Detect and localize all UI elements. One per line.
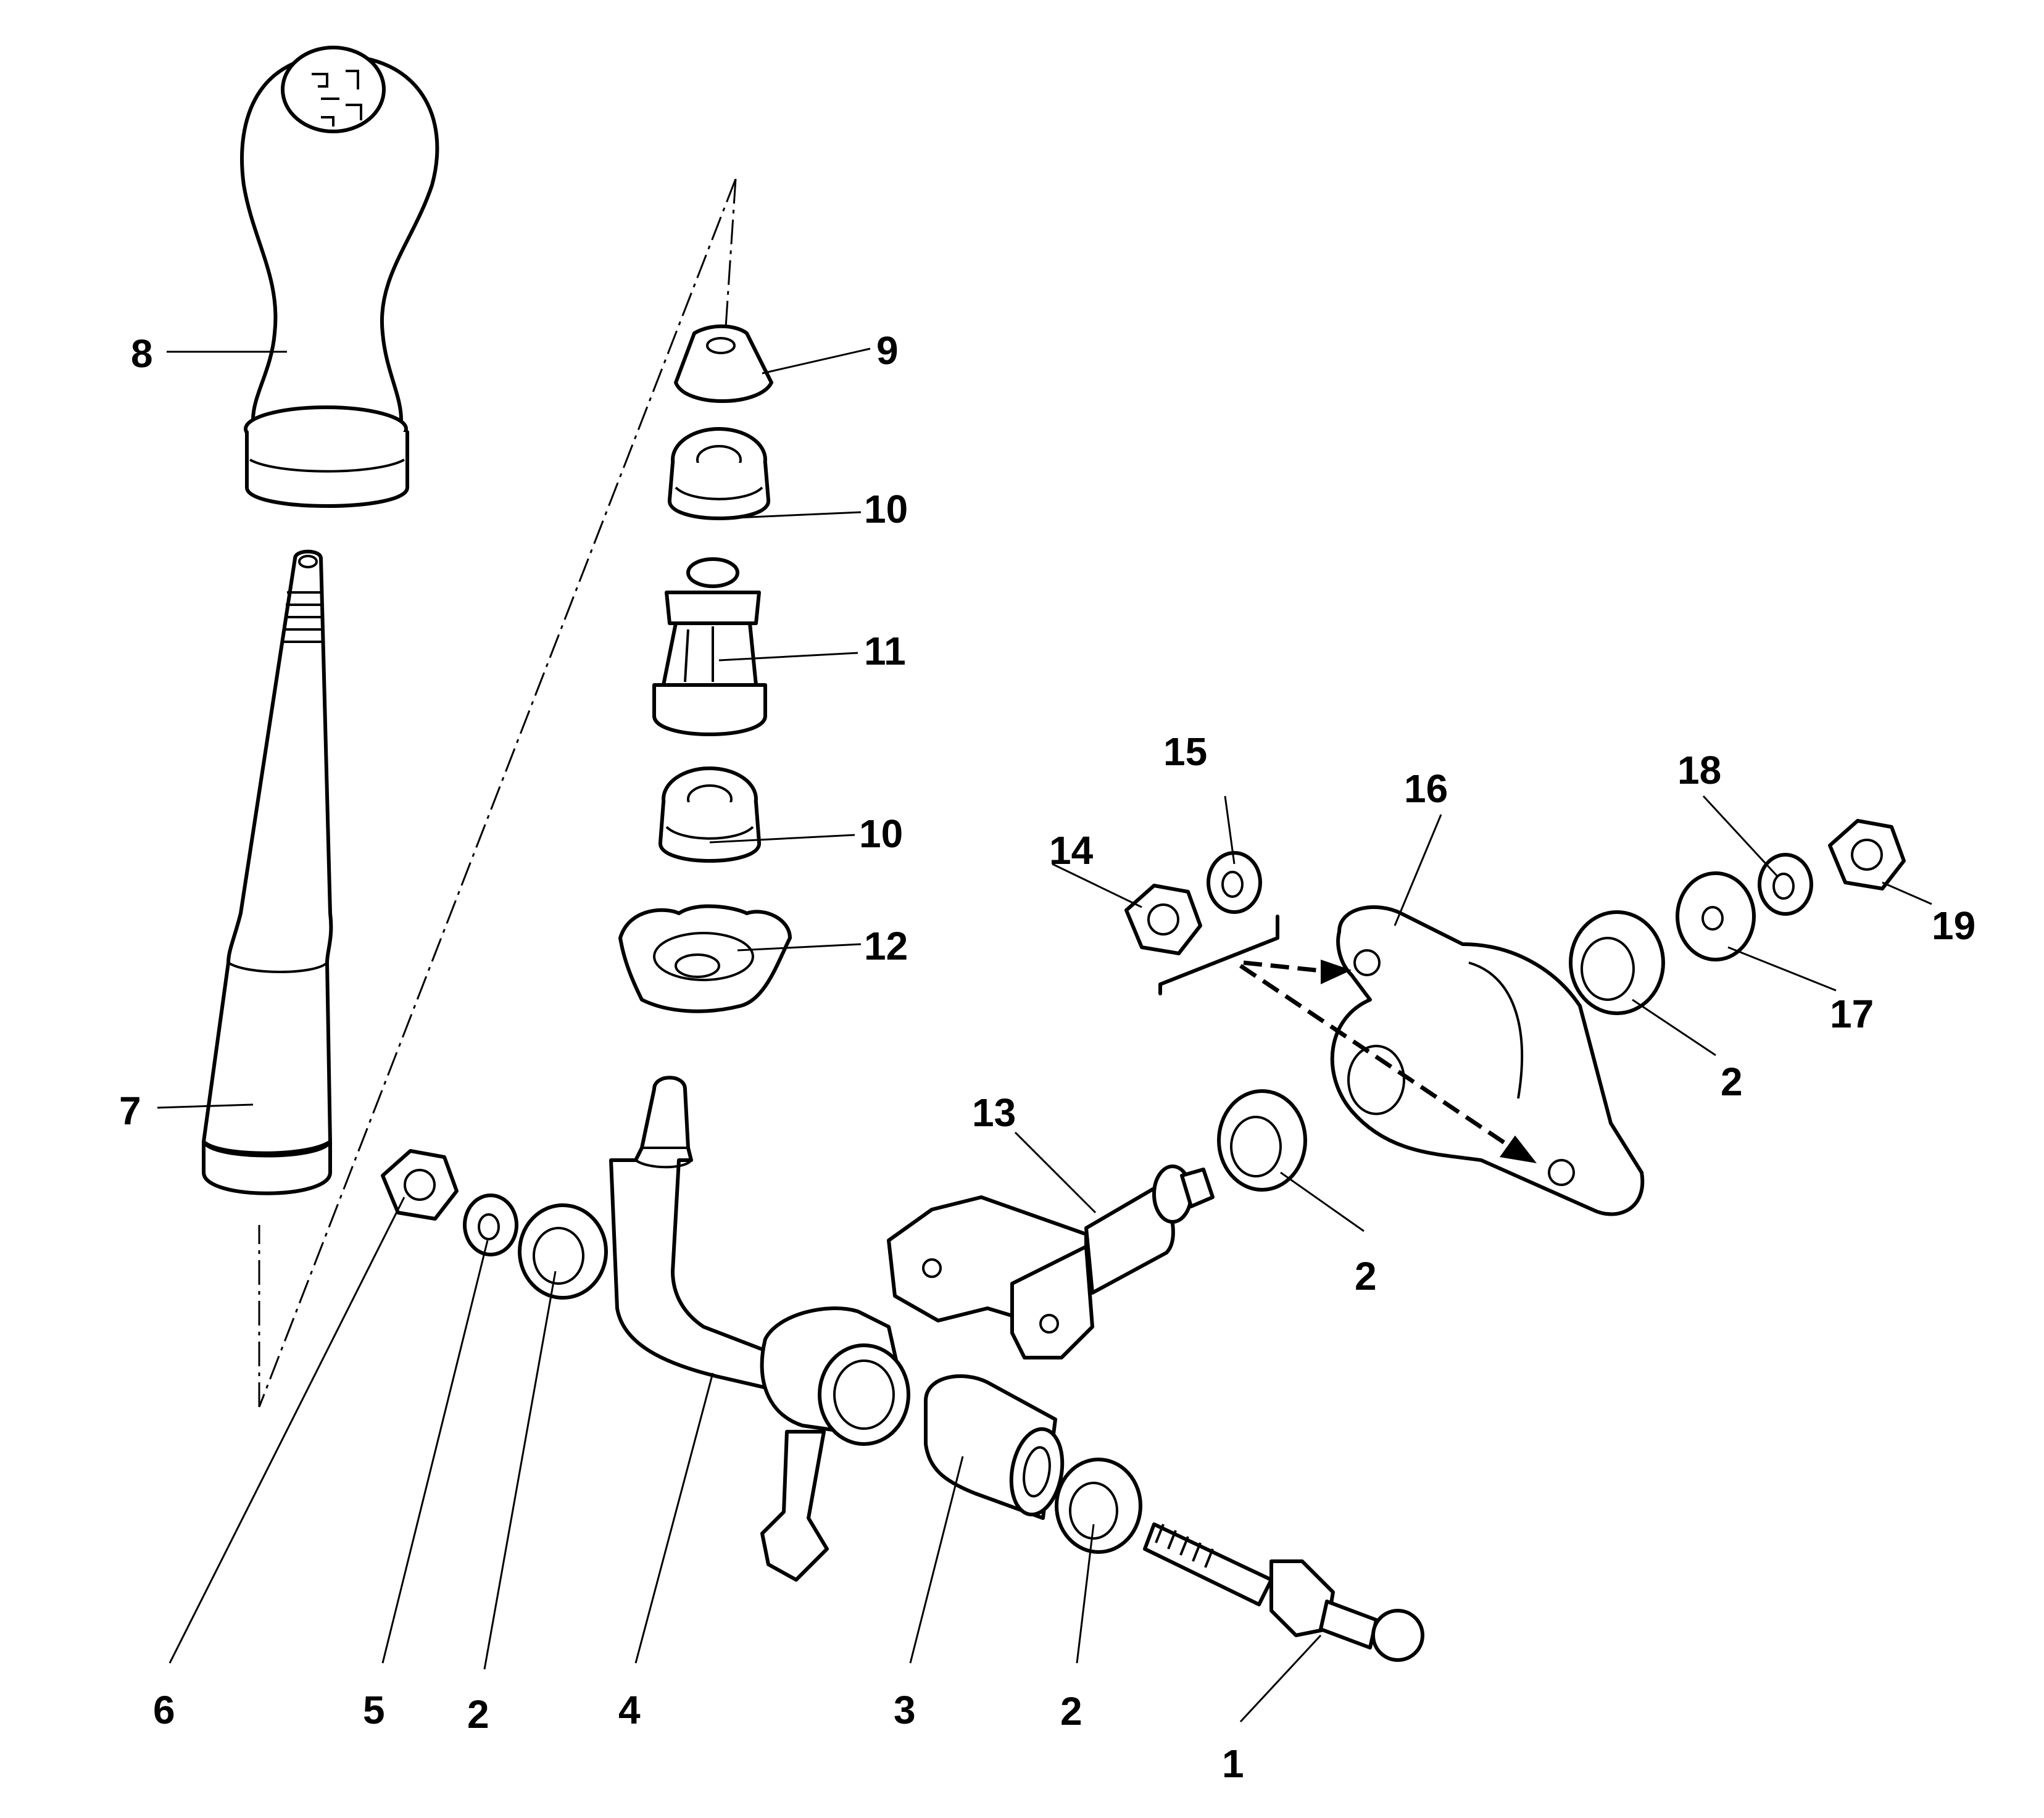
callout-2-middle: 2 [1355,1254,1377,1298]
callout-11: 11 [864,629,906,673]
gear-knob [240,46,439,508]
spacer-tube [924,1374,1065,1520]
callout-18: 18 [1677,748,1721,792]
nut-right [1828,819,1906,890]
callout-10-lower: 10 [859,811,903,856]
rubber-bush-upper [668,427,770,520]
spring-washer-upper [1207,851,1262,914]
callout-3: 3 [894,1688,916,1732]
spring-washer-lower [463,1193,518,1256]
clevis-pin [887,1164,1215,1359]
callout-17: 17 [1830,992,1874,1036]
lower-gear-lever [609,1076,910,1582]
nut-lower [381,1149,459,1221]
bush-lower-left [518,1203,608,1300]
assembly-arrows [1158,915,1537,1163]
callout-13: 13 [972,1090,1016,1135]
bush-right [1569,910,1665,1015]
nut-upper [1124,884,1202,955]
callout-1: 1 [1222,1741,1244,1786]
assembly-guide-lines [258,178,737,1408]
rubber-bush-lower [658,766,761,863]
callout-4: 4 [618,1688,641,1732]
bush-sleeve [652,557,767,736]
callout-10-upper: 10 [864,487,908,531]
callout-14: 14 [1049,828,1094,873]
spring-washer-right [1758,853,1813,916]
bush-lower-center [1055,1458,1142,1554]
gear-lever-shaft [202,549,333,1195]
bush-middle [1217,1089,1307,1192]
ball-stud [1143,1522,1424,1662]
dust-cap [674,324,773,403]
callout-9: 9 [876,328,899,373]
callout-6: 6 [153,1688,175,1732]
callout-19: 19 [1932,903,1975,948]
callout-5: 5 [363,1688,385,1732]
callout-2-lower-left: 2 [467,1692,489,1737]
plain-washer [1676,871,1756,961]
callout-2-lower-center: 2 [1060,1689,1082,1733]
callout-12: 12 [864,924,908,968]
spring-retainer [618,904,792,1013]
callout-labels: 8 7 9 10 11 10 12 13 14 15 16 18 19 17 2… [119,328,1975,1786]
callout-15: 15 [1163,729,1207,774]
callout-16: 16 [1404,766,1448,811]
callout-8: 8 [131,331,153,376]
callout-2-right: 2 [1721,1060,1743,1104]
leader-lines [157,347,1932,1723]
mounting-bracket [1330,905,1645,1216]
callout-7: 7 [119,1089,141,1133]
